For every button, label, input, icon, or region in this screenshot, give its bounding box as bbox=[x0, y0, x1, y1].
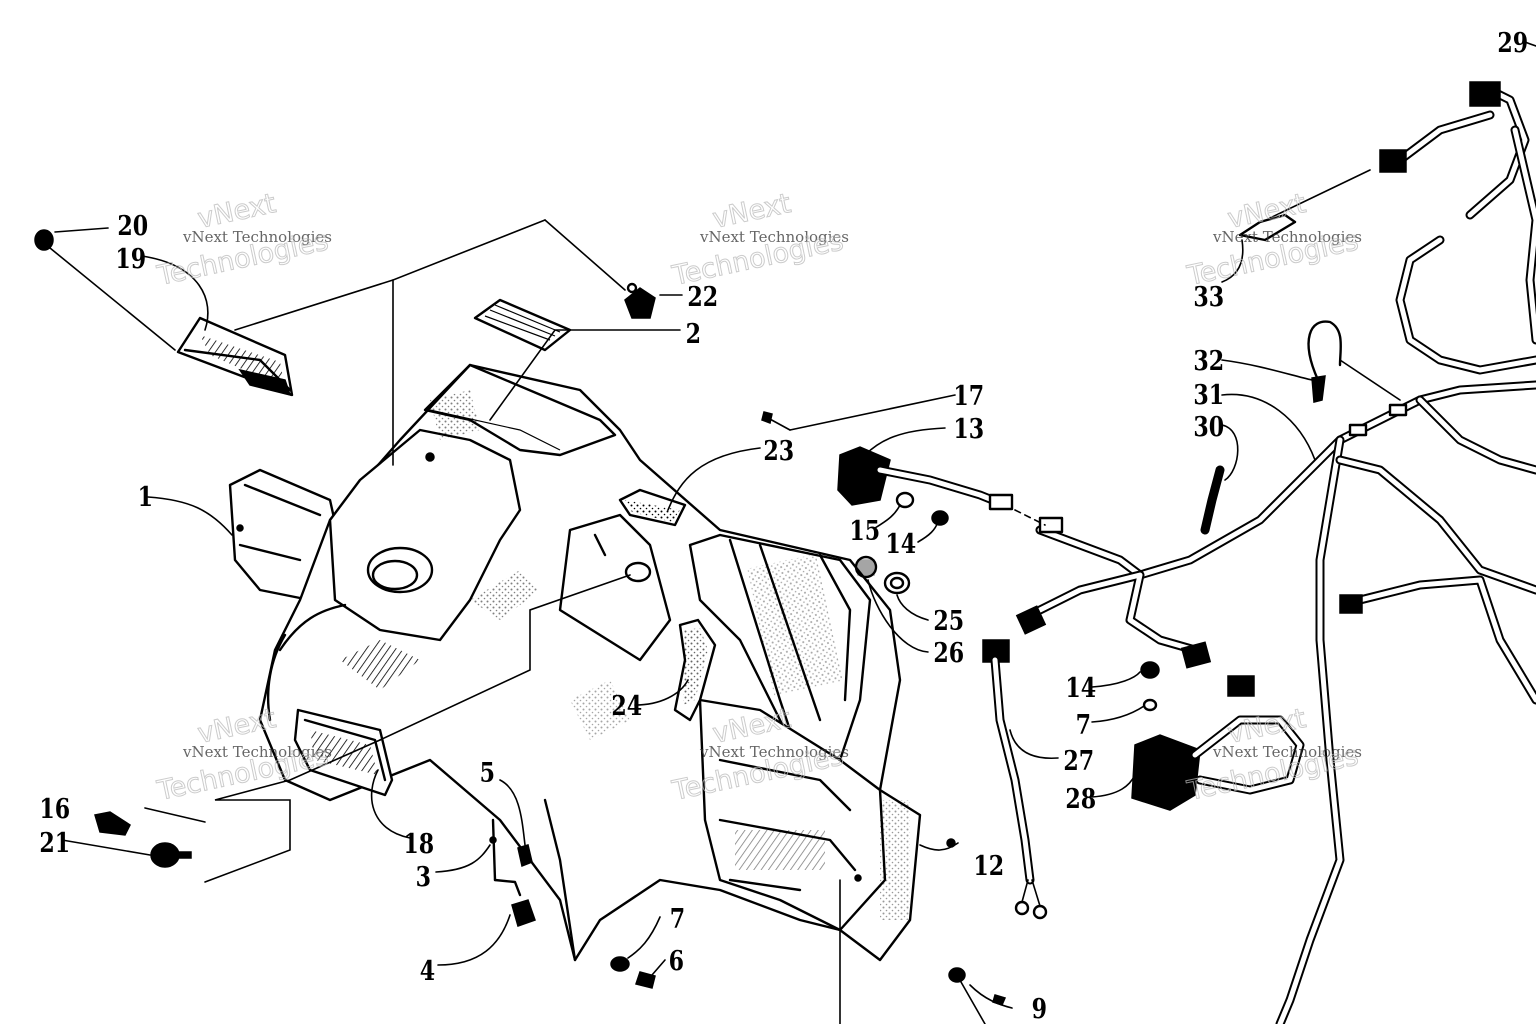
svg-text:vNext Technologies: vNext Technologies bbox=[1212, 228, 1362, 246]
callout-33: 33 bbox=[1193, 281, 1224, 313]
callout-7-rectifier: 7 bbox=[1076, 709, 1091, 741]
part-19-headlight-lens bbox=[176, 316, 294, 397]
callout-6: 6 bbox=[669, 945, 684, 977]
part-16-socket bbox=[94, 811, 131, 836]
callout-22: 22 bbox=[687, 281, 718, 313]
callout-15: 15 bbox=[849, 515, 880, 547]
part-24-bracket bbox=[673, 618, 717, 722]
part-25-26-grommet bbox=[854, 555, 911, 595]
console-housing bbox=[228, 363, 922, 962]
callout-21: 21 bbox=[39, 827, 70, 859]
part-31-wiring-harness bbox=[1015, 81, 1536, 1024]
callout-29: 29 bbox=[1497, 27, 1528, 59]
svg-text:vNext Technologies: vNext Technologies bbox=[699, 743, 849, 761]
callout-20: 20 bbox=[117, 210, 148, 242]
callout-2: 2 bbox=[686, 318, 701, 350]
callout-31: 31 bbox=[1193, 379, 1224, 411]
svg-text:vNext Technologies: vNext Technologies bbox=[182, 228, 332, 246]
part-30-wire bbox=[1200, 465, 1225, 535]
callout-16: 16 bbox=[39, 793, 70, 825]
callout-32: 32 bbox=[1193, 345, 1224, 377]
callout-30: 30 bbox=[1193, 411, 1224, 443]
part-15-washer bbox=[895, 491, 915, 509]
callout-9: 9 bbox=[1032, 993, 1047, 1024]
callout-18: 18 bbox=[403, 828, 434, 860]
callout-1: 1 bbox=[138, 481, 153, 513]
part-14-nut bbox=[931, 510, 949, 526]
part-20-bulb bbox=[34, 229, 54, 251]
part-14-nut-b bbox=[1140, 661, 1160, 679]
callout-14-top: 14 bbox=[885, 528, 916, 560]
callout-14-rectifier: 14 bbox=[1065, 672, 1096, 704]
svg-text:vNext Technologies: vNext Technologies bbox=[182, 743, 332, 761]
callout-17: 17 bbox=[953, 380, 984, 412]
part-7-washer bbox=[610, 956, 630, 972]
part-28-rectifier bbox=[1131, 675, 1305, 811]
part-27-lead bbox=[982, 639, 1048, 920]
callout-23: 23 bbox=[763, 435, 794, 467]
callout-4: 4 bbox=[420, 955, 435, 987]
part-6-screw bbox=[635, 971, 656, 989]
part-22-switch bbox=[624, 282, 656, 319]
callout-13: 13 bbox=[953, 413, 984, 445]
svg-text:vNext Technologies: vNext Technologies bbox=[1212, 743, 1362, 761]
part-3-4-5-bracket bbox=[489, 818, 536, 927]
part-23-bracket bbox=[618, 488, 687, 527]
part-13-regulator bbox=[837, 446, 1014, 511]
part-17-bolt bbox=[767, 417, 791, 431]
callout-3: 3 bbox=[416, 861, 431, 893]
part-21-bulb bbox=[150, 842, 192, 868]
part-33-connector bbox=[1238, 213, 1297, 242]
leader-lines bbox=[49, 41, 1536, 1024]
svg-text:vNext Technologies: vNext Technologies bbox=[699, 228, 849, 246]
callout-labels: 1 2 3 4 5 6 7 7 9 12 13 14 14 15 16 17 1… bbox=[39, 27, 1528, 1024]
watermark: vNext Technologies vNext Technologies vN… bbox=[154, 188, 1362, 808]
callout-19: 19 bbox=[115, 243, 146, 275]
callout-27: 27 bbox=[1063, 745, 1094, 777]
callout-7-front: 7 bbox=[670, 903, 685, 935]
callout-24: 24 bbox=[611, 690, 642, 722]
callout-12: 12 bbox=[973, 850, 1004, 882]
part-2-gauge-plate bbox=[473, 298, 572, 352]
callout-25: 25 bbox=[933, 605, 964, 637]
callout-26: 26 bbox=[933, 637, 964, 669]
part-7-washer-b bbox=[1142, 698, 1158, 712]
part-32-clip bbox=[1307, 320, 1342, 403]
part-18-tail-lens bbox=[293, 708, 394, 797]
callout-5: 5 bbox=[480, 757, 495, 789]
callout-28: 28 bbox=[1065, 783, 1096, 815]
